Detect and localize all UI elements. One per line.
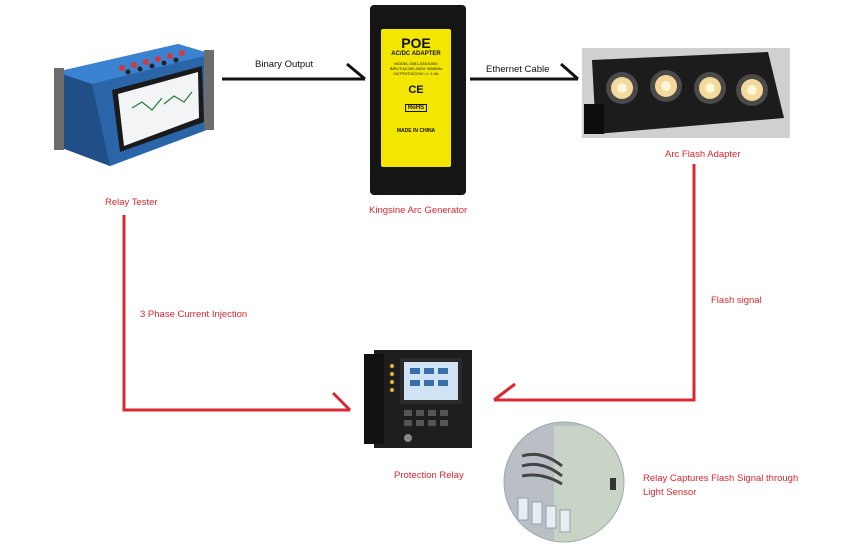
arc-flash-adapter-image bbox=[582, 48, 790, 138]
adapter-model: MODEL:GM1-02401000 bbox=[394, 61, 438, 66]
light-sensor-label-line1: Relay Captures Flash Signal through bbox=[643, 473, 799, 484]
arc-generator-label: Kingsine Arc Generator bbox=[369, 205, 468, 216]
adapter-output: OUTPUT:DC24V == 1.0A bbox=[393, 71, 439, 76]
current-injection-label: 3 Phase Current Injection bbox=[140, 309, 248, 320]
flash-signal-label: Flash signal bbox=[711, 295, 762, 306]
ethernet-cable-arrow bbox=[470, 62, 579, 81]
led-lenses bbox=[606, 70, 768, 106]
adapter-origin: MADE IN CHINA bbox=[396, 128, 436, 134]
light-sensor-label-line2: Light Sensor bbox=[643, 487, 697, 498]
ethernet-cable-label: Ethernet Cable bbox=[486, 64, 550, 75]
binary-output-arrow bbox=[222, 62, 366, 81]
current-injection-wire bbox=[122, 215, 352, 412]
binary-output-label: Binary Output bbox=[255, 59, 314, 70]
adapter-brand: POE bbox=[401, 35, 431, 51]
adapter-ce-mark: CE bbox=[408, 84, 424, 96]
protection-relay-image bbox=[364, 350, 472, 448]
adapter-rohs-mark: RoHS bbox=[404, 104, 428, 112]
arc-generator-image: POE AC/DC ADAPTER MODEL:GM1-02401000 INP… bbox=[370, 5, 466, 195]
adapter-input: INPUT:AC100-240V~50/60Hz bbox=[389, 66, 443, 71]
relay-tester-label: Relay Tester bbox=[105, 197, 158, 208]
light-sensor-image bbox=[503, 421, 625, 543]
relay-tester-image bbox=[54, 44, 214, 166]
flash-signal-wire bbox=[493, 164, 696, 402]
protection-relay-label: Protection Relay bbox=[394, 470, 464, 481]
flash-adapter-label: Arc Flash Adapter bbox=[665, 149, 741, 160]
adapter-subtitle: AC/DC ADAPTER bbox=[391, 51, 441, 57]
adapter-label: POE AC/DC ADAPTER MODEL:GM1-02401000 INP… bbox=[381, 29, 451, 167]
